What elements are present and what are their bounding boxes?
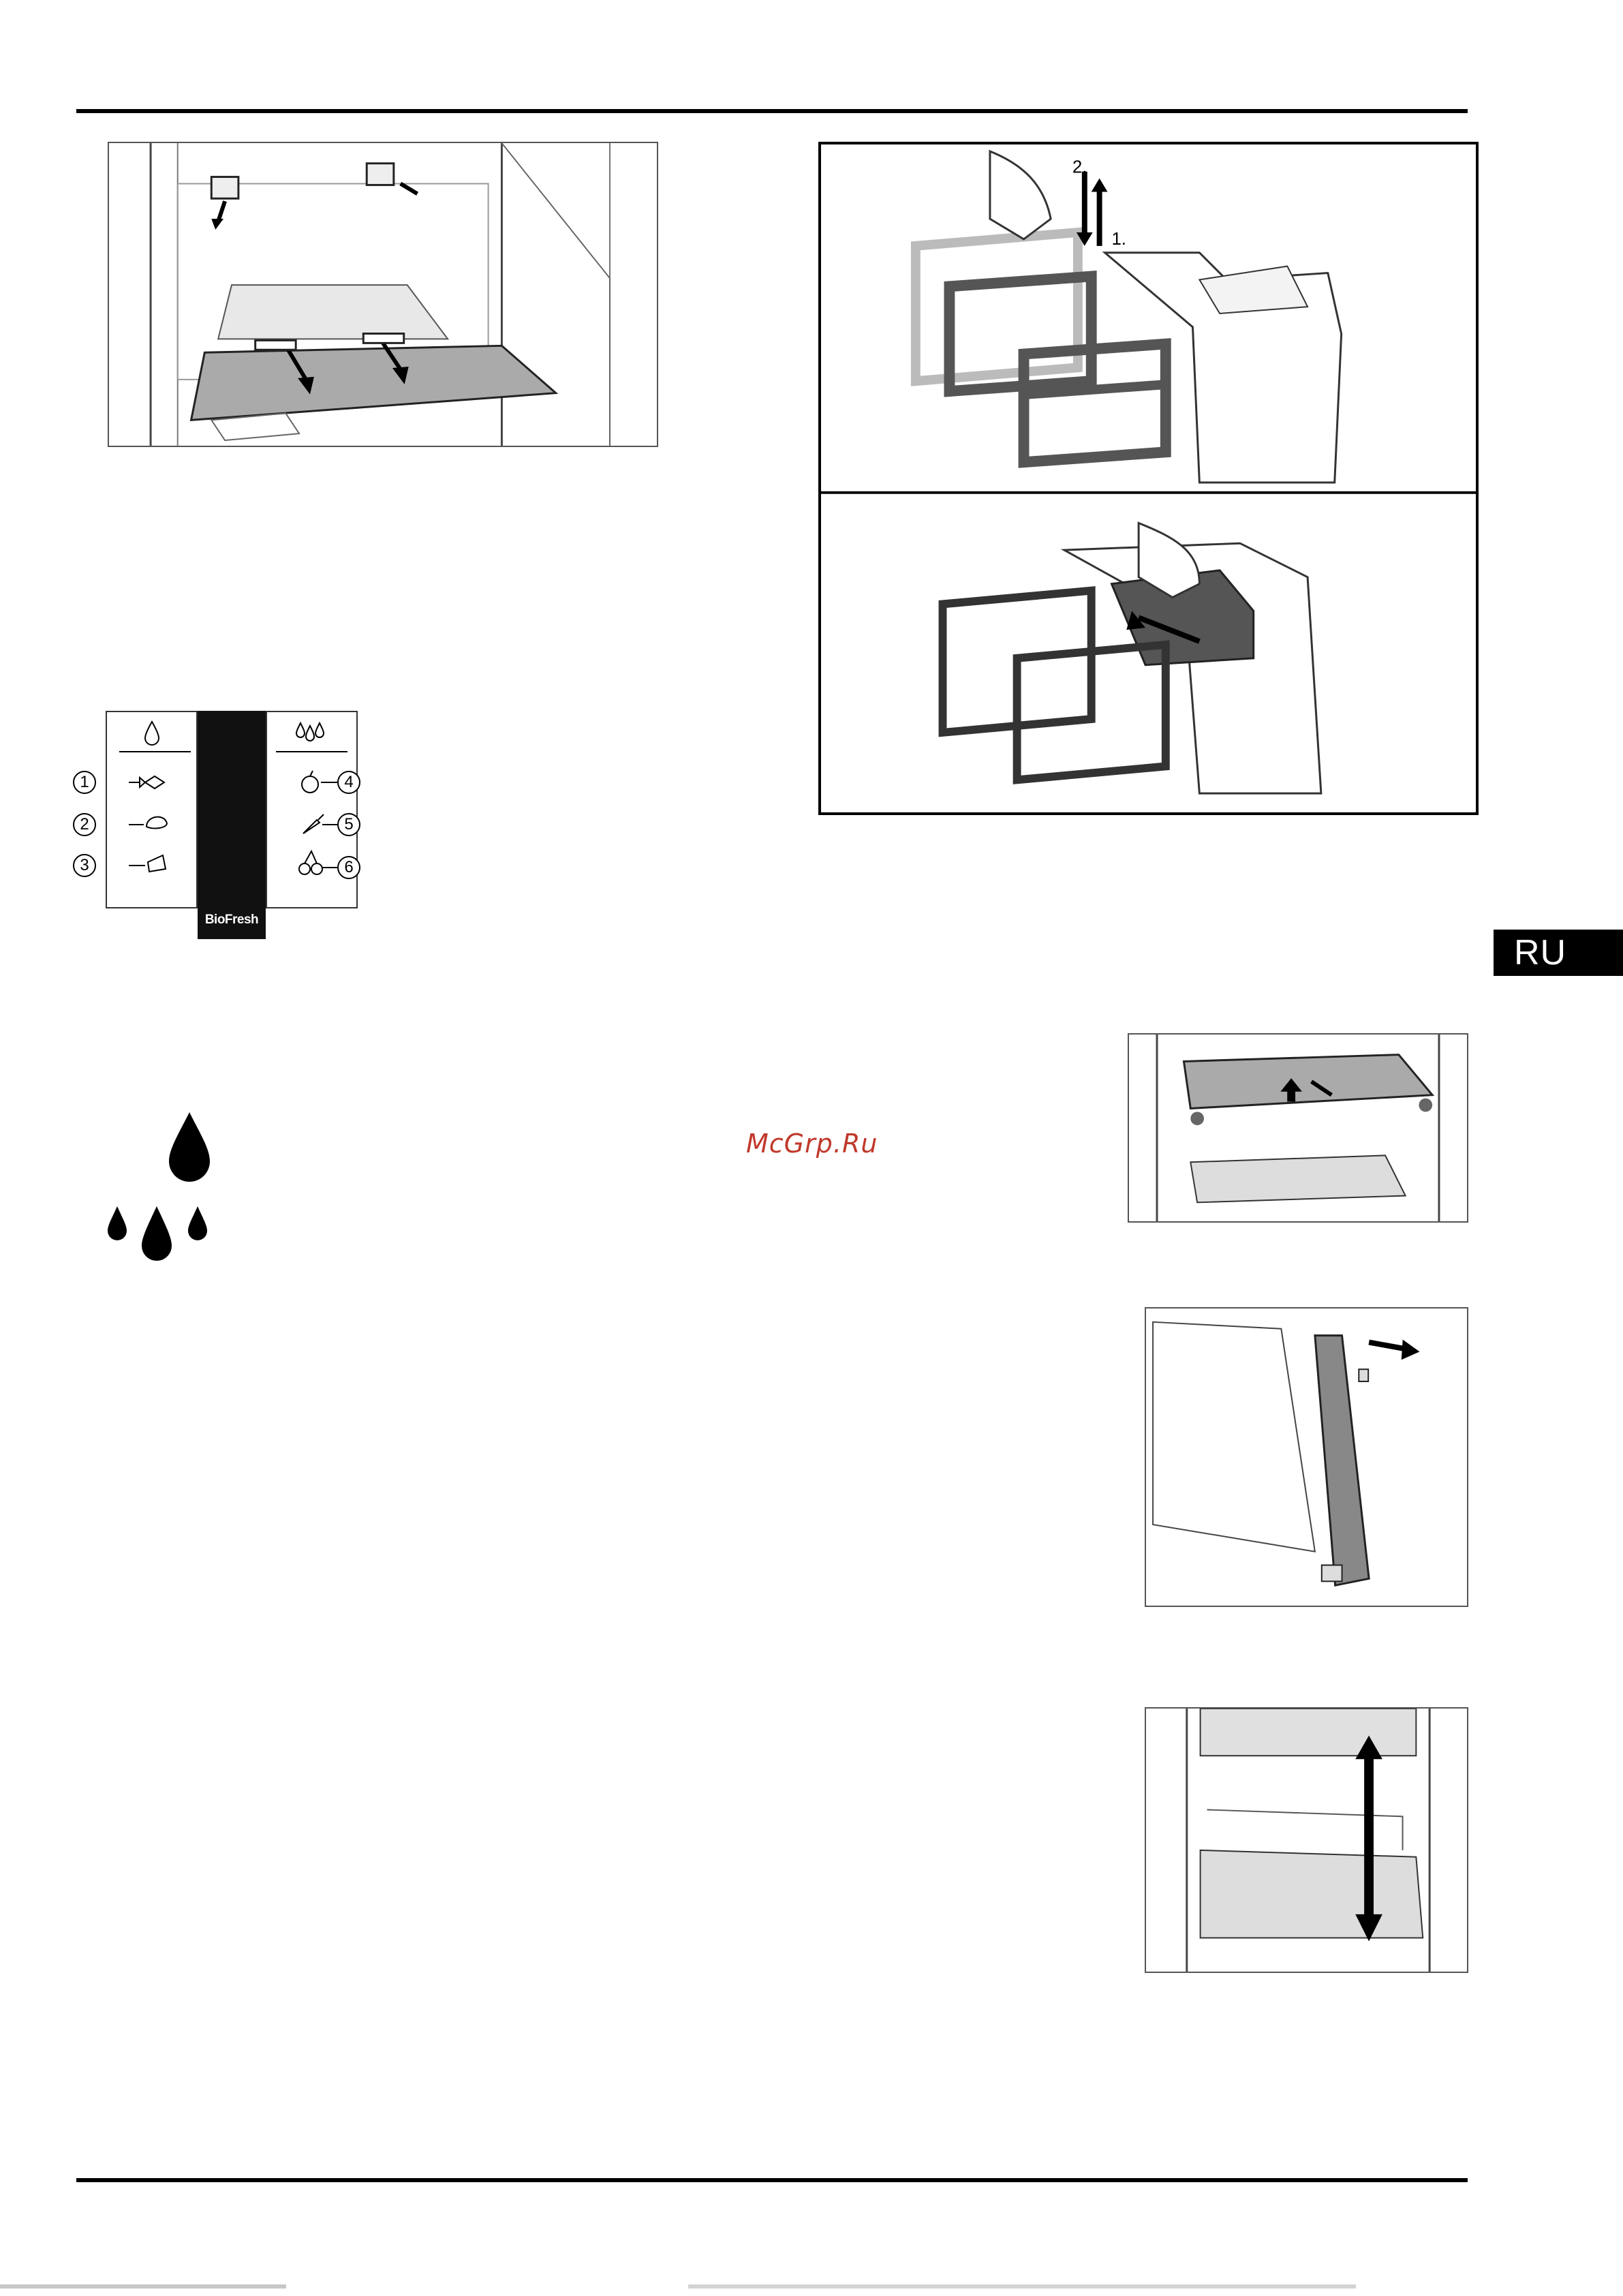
language-tab: RU xyxy=(1494,930,1623,976)
glass-shelf-drawing xyxy=(1129,1035,1467,1221)
step-2-label: 2. xyxy=(1072,158,1087,177)
callout-2: 2 xyxy=(73,813,96,836)
watermark: McGrp.Ru xyxy=(746,1129,878,1159)
top-rule xyxy=(76,109,1468,113)
humidity-panel: BioFresh 1 2 3 4 5 6 xyxy=(106,711,358,936)
callout-6: 6 xyxy=(337,856,360,879)
scan-artifact xyxy=(0,2284,286,2289)
single-drop-icon xyxy=(145,722,159,745)
figure-glass-shelf xyxy=(1128,1033,1468,1223)
fish-icon xyxy=(140,776,164,789)
figure-shelf-removal xyxy=(108,142,658,447)
callout-1: 1 xyxy=(73,771,96,794)
cherries-icon xyxy=(299,851,322,874)
figure-container-removal: 2. 1. xyxy=(818,142,1479,815)
step-1-label: 1. xyxy=(1111,230,1126,249)
triple-drop-icon xyxy=(108,1206,207,1261)
drawer-height-drawing xyxy=(1146,1709,1467,1972)
cheese-icon xyxy=(148,855,166,872)
apple-icon xyxy=(302,771,318,793)
figure-shelf-trim xyxy=(1145,1307,1468,1607)
figure-drawer-height xyxy=(1145,1707,1468,1973)
shelf-trim-drawing xyxy=(1146,1308,1467,1606)
container-removal-drawing: 2. 1. xyxy=(821,144,1476,812)
callout-4: 4 xyxy=(337,771,360,794)
carrot-icon xyxy=(303,814,324,833)
panel-icons xyxy=(106,711,358,908)
callout-5: 5 xyxy=(337,813,360,836)
biofresh-label: BioFresh xyxy=(201,913,262,928)
shelf-removal-drawing xyxy=(109,143,657,446)
single-drop-icon xyxy=(169,1112,210,1182)
scan-artifact xyxy=(688,2284,1356,2289)
humidity-symbols xyxy=(102,1104,225,1274)
meat-icon xyxy=(146,817,167,829)
triple-drop-icon xyxy=(296,723,324,741)
bottom-rule xyxy=(76,2178,1468,2182)
callout-3: 3 xyxy=(73,854,96,877)
